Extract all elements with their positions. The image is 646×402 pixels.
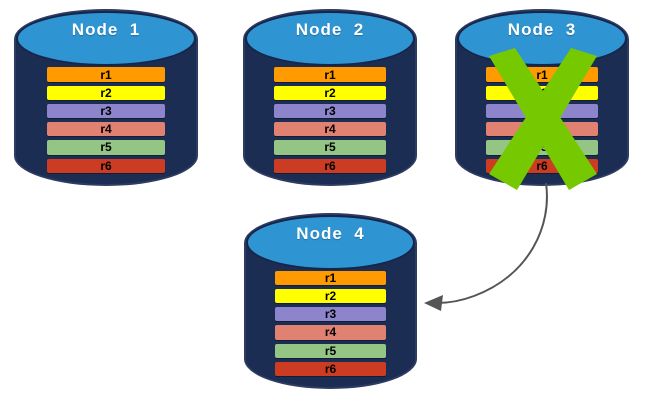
node-3-label: Node 3 bbox=[507, 19, 577, 39]
node-1-row-r1[interactable]: r1 bbox=[47, 67, 165, 82]
node-3-row-r1[interactable]: r1 bbox=[486, 67, 598, 82]
node-1-row-r6[interactable]: r6 bbox=[47, 158, 165, 173]
node-2-row-r3[interactable]: r3 bbox=[274, 103, 386, 119]
node-1[interactable]: Node 1 r1 r2 r3 r4 r5 r6 bbox=[14, 9, 198, 186]
node-3-row-r5[interactable]: r5 bbox=[486, 140, 598, 155]
node-2-cylinder-top bbox=[245, 11, 415, 66]
node-4-row-list: r1 r2 r3 r4 r5 r6 bbox=[275, 271, 386, 376]
node-2[interactable]: Node 2 r1 r2 r3 r4 r5 r6 bbox=[243, 9, 417, 186]
node-2-row-r4[interactable]: r4 bbox=[274, 122, 386, 137]
node-2-row-r2[interactable]: r2 bbox=[274, 85, 386, 100]
node-1-row-r3[interactable]: r3 bbox=[47, 103, 165, 119]
node-4-row-r1[interactable]: r1 bbox=[275, 271, 386, 286]
node-2-row-r5[interactable]: r5 bbox=[274, 140, 386, 155]
node-4[interactable]: Node 4 r1 r2 r3 r4 r5 r6 bbox=[244, 213, 417, 389]
node-1-row-r4[interactable]: r4 bbox=[47, 122, 165, 137]
node-2-row-r6[interactable]: r6 bbox=[274, 158, 386, 173]
node-1-label: Node 1 bbox=[71, 19, 141, 39]
node-1-cylinder-top bbox=[16, 11, 196, 66]
node-3-row-r3[interactable]: r3 bbox=[486, 103, 598, 119]
node-4-row-r3[interactable]: r3 bbox=[275, 307, 386, 322]
node-4-row-r2[interactable]: r2 bbox=[275, 289, 386, 304]
node-3-row-r4[interactable]: r4 bbox=[486, 122, 598, 137]
node-4-cylinder-top bbox=[246, 215, 415, 270]
node-4-row-r4[interactable]: r4 bbox=[275, 325, 386, 340]
node-4-row-r5[interactable]: r5 bbox=[275, 343, 386, 358]
node-1-row-r2[interactable]: r2 bbox=[47, 85, 165, 100]
node-2-label: Node 2 bbox=[295, 19, 365, 39]
node-4-row-r6[interactable]: r6 bbox=[275, 361, 386, 376]
node-4-label: Node 4 bbox=[296, 223, 365, 243]
node-3-row-r6[interactable]: r6 bbox=[486, 158, 598, 173]
node-1-row-r5[interactable]: r5 bbox=[47, 140, 165, 155]
node-3[interactable]: Node 3 r1 r2 r3 r4 r5 r6 bbox=[455, 9, 629, 186]
node-1-row-list: r1 r2 r3 r4 r5 r6 bbox=[47, 67, 165, 173]
node-2-row-r1[interactable]: r1 bbox=[274, 67, 386, 82]
node-2-row-list: r1 r2 r3 r4 r5 r6 bbox=[274, 67, 386, 173]
node-3-row-list: r1 r2 r3 r4 r5 r6 bbox=[486, 67, 598, 173]
node-3-row-r2[interactable]: r2 bbox=[486, 85, 598, 100]
